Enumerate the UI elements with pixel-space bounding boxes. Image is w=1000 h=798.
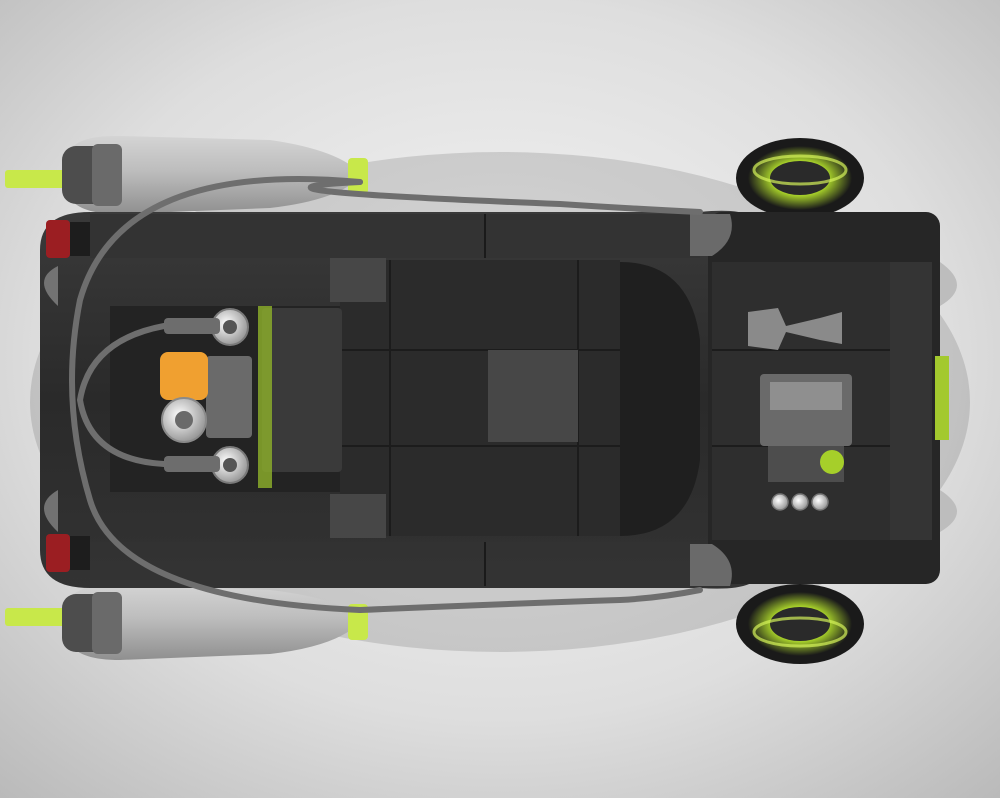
rear-engine <box>712 262 932 540</box>
hoses <box>69 176 703 613</box>
tail-lights <box>46 220 90 572</box>
wheel-top <box>736 138 864 218</box>
wheel-bottom <box>736 584 864 664</box>
cockpit <box>110 306 342 492</box>
edge-caps <box>44 262 957 532</box>
